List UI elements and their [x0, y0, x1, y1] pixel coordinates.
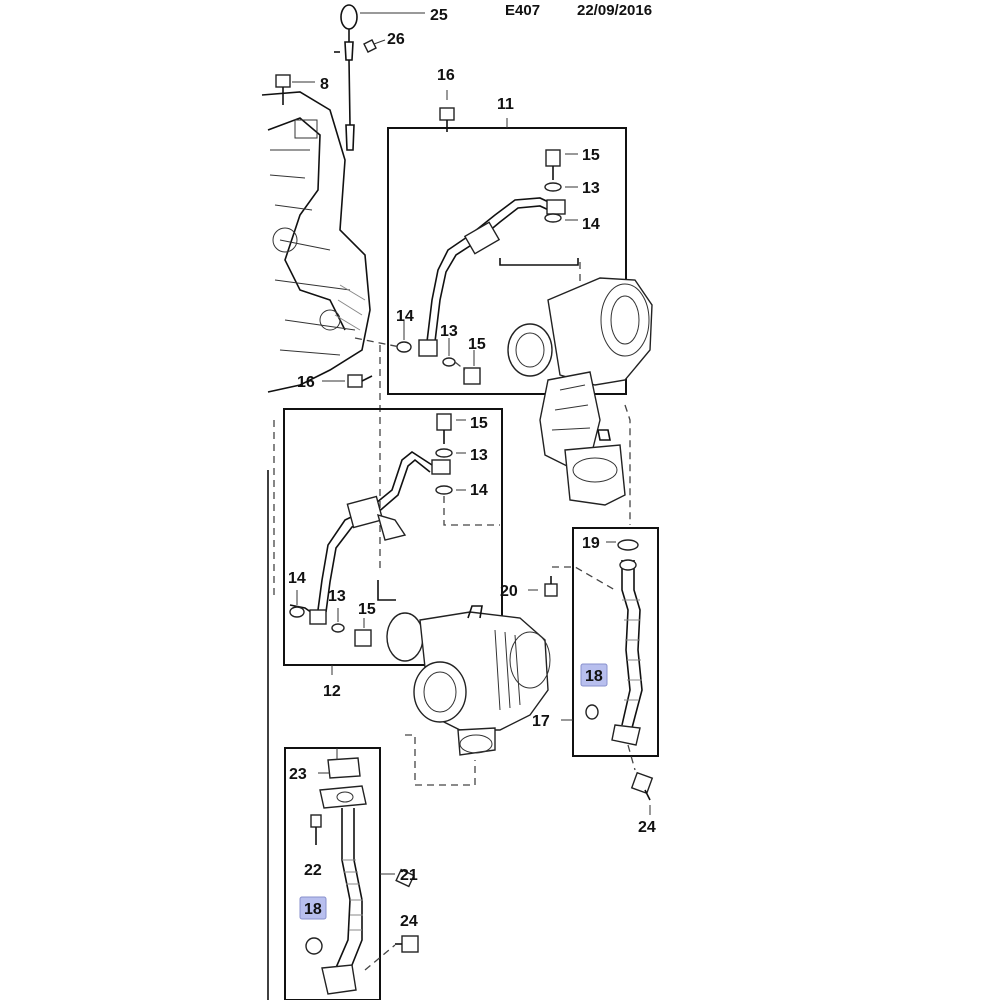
diagram-date: 22/09/2016: [577, 2, 653, 19]
callout-25: 25: [430, 7, 448, 24]
diagram-code: E407: [505, 2, 541, 19]
callout-13-c: 13: [470, 447, 488, 464]
callout-8: 8: [320, 76, 329, 93]
turbocharger-lower: [386, 605, 551, 756]
callout-24-lower: 24: [400, 913, 418, 930]
callout-16-mid: 16: [297, 374, 315, 391]
callout-18-lower: 18: [304, 901, 322, 918]
bolt-8: [275, 74, 315, 105]
callout-15-d: 15: [358, 601, 376, 618]
turbocharger-upper: [507, 262, 653, 525]
highlight-18-upper: [580, 663, 608, 687]
callout-17: 17: [532, 713, 550, 730]
callout-23: 23: [289, 766, 307, 783]
callout-13-d: 13: [328, 588, 346, 605]
callout-14-b: 14: [396, 308, 414, 325]
bolt-16-mid: [322, 374, 373, 388]
callout-22: 22: [304, 862, 322, 879]
callout-12: 12: [323, 683, 341, 700]
callout-16-top: 16: [437, 67, 455, 84]
callout-15-a: 15: [582, 147, 600, 164]
callout-14-d: 14: [288, 570, 306, 587]
callout-15-b: 15: [468, 336, 486, 353]
callout-11: 11: [497, 96, 514, 113]
bolt-16-top: [439, 90, 455, 132]
engine-block: [261, 91, 371, 393]
callout-13-a: 13: [582, 180, 600, 197]
callout-15-c: 15: [470, 415, 488, 432]
frame-17: [572, 527, 659, 757]
frame-12: [283, 408, 503, 666]
callout-14-a: 14: [582, 216, 600, 233]
callout-18-upper: 18: [585, 668, 603, 685]
callout-14-c: 14: [470, 482, 488, 499]
callout-19: 19: [582, 535, 600, 552]
callout-21: 21: [400, 867, 418, 884]
callout-24-right: 24: [638, 819, 656, 836]
highlight-18-lower: [299, 896, 327, 920]
callout-26: 26: [387, 31, 405, 48]
callout-20: 20: [500, 583, 518, 600]
callout-13-b: 13: [440, 323, 458, 340]
frame-21: [284, 747, 381, 1000]
dipstick: [334, 4, 358, 151]
